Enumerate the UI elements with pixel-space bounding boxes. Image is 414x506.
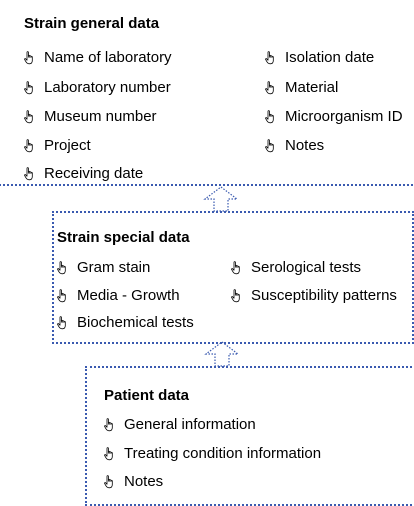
list-item-label: Receiving date <box>44 165 144 182</box>
list-item-label: Treating condition information <box>124 445 322 462</box>
list-item-label: Laboratory number <box>44 79 171 96</box>
pointing-hand-icon <box>57 315 69 330</box>
list-item-label: Project <box>44 137 91 154</box>
list-item: Isolation date <box>265 49 374 66</box>
pointing-hand-icon <box>24 166 36 181</box>
strain-special-data-title: Strain special data <box>57 229 190 246</box>
pointing-hand-icon <box>24 50 36 65</box>
up-arrow-icon <box>203 186 239 212</box>
list-item-label: Notes <box>124 473 164 490</box>
list-item: Serological tests <box>231 259 361 276</box>
pointing-hand-icon <box>231 260 243 275</box>
list-item-label: Susceptibility patterns <box>251 287 397 304</box>
list-item-label: Notes <box>285 137 325 154</box>
pointing-hand-icon <box>231 288 243 303</box>
list-item-label: Museum number <box>44 108 157 125</box>
list-item: Microorganism ID <box>265 108 403 125</box>
pointing-hand-icon <box>104 474 116 489</box>
patient-data-title: Patient data <box>104 387 190 404</box>
list-item-label: Gram stain <box>77 259 151 276</box>
pointing-hand-icon <box>104 446 116 461</box>
list-item-label: Material <box>285 79 339 96</box>
list-item: General information <box>104 416 256 433</box>
pointing-hand-icon <box>104 417 116 432</box>
list-item: Museum number <box>24 108 157 125</box>
up-arrow-icon <box>204 341 240 367</box>
pointing-hand-icon <box>24 109 36 124</box>
pointing-hand-icon <box>24 138 36 153</box>
list-item-label: Media - Growth <box>77 287 180 304</box>
pointing-hand-icon <box>265 109 277 124</box>
list-item-label: Biochemical tests <box>77 314 194 331</box>
strain-general-data-box <box>0 0 414 186</box>
list-item: Media - Growth <box>57 287 180 304</box>
list-item-label: Microorganism ID <box>285 108 403 125</box>
pointing-hand-icon <box>265 80 277 95</box>
list-item: Gram stain <box>57 259 150 276</box>
list-item-label: Isolation date <box>285 49 375 66</box>
list-item: Treating condition information <box>104 445 321 462</box>
list-item: Notes <box>265 137 324 154</box>
list-item: Receiving date <box>24 165 143 182</box>
list-item: Material <box>265 79 338 96</box>
list-item-label: General information <box>124 416 256 433</box>
pointing-hand-icon <box>57 260 69 275</box>
list-item: Name of laboratory <box>24 49 172 66</box>
strain-special-data-box <box>52 211 414 344</box>
list-item: Susceptibility patterns <box>231 287 397 304</box>
pointing-hand-icon <box>57 288 69 303</box>
list-item-label: Serological tests <box>251 259 362 276</box>
list-item: Notes <box>104 473 163 490</box>
list-item: Project <box>24 137 91 154</box>
pointing-hand-icon <box>265 50 277 65</box>
strain-general-data-title: Strain general data <box>24 15 160 32</box>
list-item: Biochemical tests <box>57 314 194 331</box>
list-item-label: Name of laboratory <box>44 49 172 66</box>
list-item: Laboratory number <box>24 79 171 96</box>
pointing-hand-icon <box>265 138 277 153</box>
pointing-hand-icon <box>24 80 36 95</box>
